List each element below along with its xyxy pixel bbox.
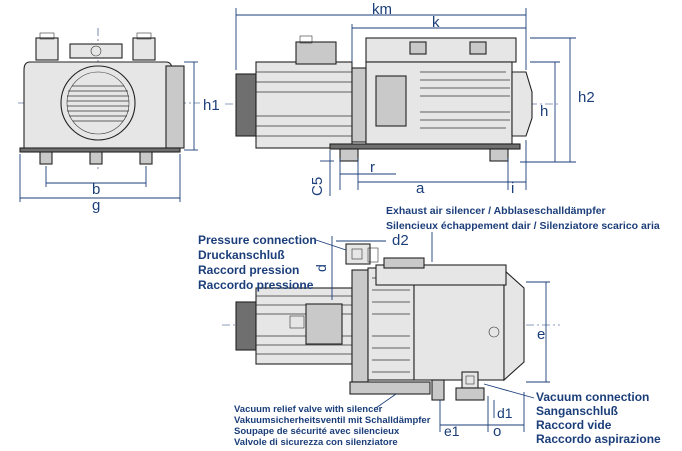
dim-c5: C5 <box>309 177 326 196</box>
note-pressure-4: Raccordo pressione <box>198 278 314 292</box>
note-exhaust-2: Silencieux échappement dair / Silenziato… <box>386 220 660 232</box>
note-pressure-2: Druckanschluß <box>198 248 285 262</box>
note-vacuum-3: Raccord vide <box>536 418 612 432</box>
dim-d1: d1 <box>497 405 513 421</box>
note-pressure-3: Raccord pression <box>198 263 299 277</box>
note-relief-1: Vacuum relief valve with silencer <box>234 404 383 415</box>
dim-d: d <box>313 264 329 272</box>
dim-k: k <box>432 14 440 31</box>
dim-h: h <box>540 103 548 120</box>
dim-r: r <box>370 159 375 176</box>
top-view: d d2 e d1 e1 o <box>222 232 560 440</box>
dim-i: i <box>511 180 514 197</box>
dim-h2: h2 <box>578 89 595 106</box>
dim-e: e <box>537 326 545 343</box>
front-view: b g h1 <box>18 28 220 214</box>
dim-h1: h1 <box>203 97 220 114</box>
note-vacuum-4: Raccordo aspirazione <box>536 432 661 446</box>
note-relief-2: Vakuumsicherheitsventil mit Schalldämpfe… <box>234 415 431 426</box>
note-pressure-1: Pressure connection <box>198 233 317 247</box>
note-relief-3: Soupape de sécurité avec silencieux <box>234 426 400 437</box>
dim-b: b <box>92 181 100 198</box>
dim-a: a <box>416 180 425 197</box>
note-exhaust-1: Exhaust air silencer / Abblaseschalldämp… <box>386 205 606 217</box>
dim-d2: d2 <box>392 232 409 249</box>
side-view: km k h h2 r a i C5 <box>225 1 595 197</box>
note-vacuum-1: Vacuum connection <box>536 390 649 404</box>
dim-g: g <box>92 197 100 214</box>
dim-o: o <box>493 423 501 440</box>
dim-e1: e1 <box>444 423 460 439</box>
annotations: Exhaust air silencer / Abblaseschalldämp… <box>198 205 661 448</box>
note-relief-4: Valvole di sicurezza con silenziatore <box>234 437 398 448</box>
dim-km: km <box>372 1 392 18</box>
note-vacuum-2: Sanganschluß <box>536 404 618 418</box>
